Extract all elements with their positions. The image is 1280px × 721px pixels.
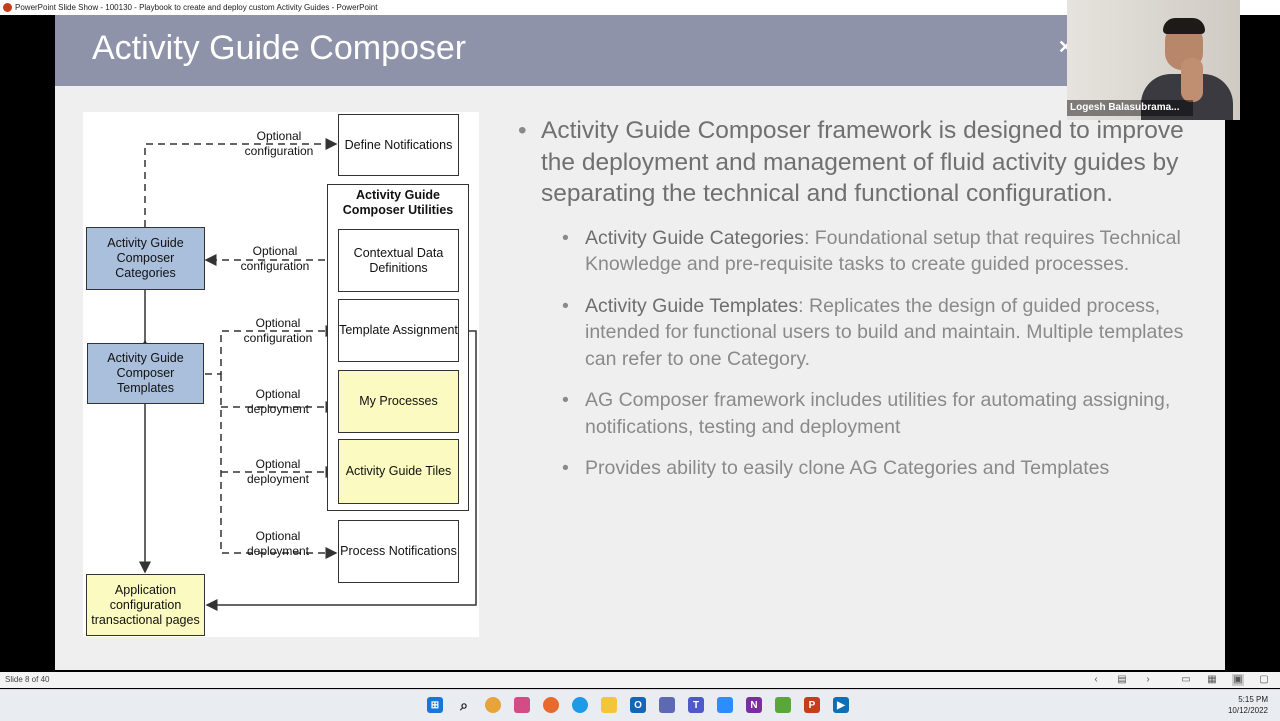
slideshow-controls: ‹ ▤ › ▭ ▦ ▣ ▢: [1090, 674, 1270, 686]
slideshow-icon[interactable]: ▢: [1259, 674, 1269, 685]
sub-bullet-highlight: Activity Guide Categories: [585, 226, 804, 249]
outlook-icon[interactable]: O: [630, 697, 646, 713]
taskbar: ⊞ ⌕ O T N P ▶ 5:15 PM 10/12/2022: [0, 689, 1280, 721]
optional-configuration-label: Optional configuration: [243, 316, 313, 345]
app-icon[interactable]: [659, 697, 675, 713]
slide-sorter-icon[interactable]: ▦: [1207, 674, 1217, 685]
reading-view-icon[interactable]: ▣: [1232, 674, 1244, 686]
window-title: PowerPoint Slide Show - 100130 - Playboo…: [15, 3, 378, 12]
sub-bullets: • Activity Guide Categories: Foundationa…: [562, 225, 1208, 482]
slide-menu-icon[interactable]: ▤: [1117, 674, 1127, 685]
optional-configuration-label: Optional configuration: [240, 244, 310, 273]
slide-header: Activity Guide Composer ✕: [55, 15, 1225, 86]
sub-bullet-text: Provides ability to easily clone AG Cate…: [585, 457, 1110, 479]
firefox-icon[interactable]: [543, 697, 559, 713]
categories-box: Activity Guide Composer Categories: [86, 227, 205, 290]
zoom-icon[interactable]: [717, 697, 733, 713]
process-notifications-box: Process Notifications: [338, 520, 459, 583]
clock-time: 5:15 PM: [1238, 695, 1268, 704]
templates-box: Activity Guide Composer Templates: [87, 343, 204, 404]
windows-start-icon[interactable]: ⊞: [427, 697, 443, 713]
system-clock[interactable]: 5:15 PM 10/12/2022: [1228, 694, 1268, 716]
media-player-icon[interactable]: ▶: [833, 697, 849, 713]
powerpoint-icon: [3, 3, 12, 12]
bullet-dot: •: [562, 457, 569, 479]
clock-date: 10/12/2022: [1227, 706, 1268, 715]
snipping-tool-icon[interactable]: [514, 697, 530, 713]
next-slide-icon[interactable]: ›: [1146, 674, 1150, 685]
slide-title: Activity Guide Composer: [92, 29, 467, 67]
template-assignment-box: Template Assignment: [338, 299, 459, 362]
previous-slide-icon[interactable]: ‹: [1094, 674, 1098, 685]
optional-deployment-label: Optional deployment: [246, 457, 310, 486]
bullet-dot: •: [562, 294, 569, 317]
sub-bullet-highlight: Activity Guide Templates: [585, 294, 799, 317]
my-processes-box: My Processes: [338, 370, 459, 433]
sub-bullet: • Activity Guide Templates: Replicates t…: [562, 293, 1208, 373]
teams-icon[interactable]: T: [688, 697, 704, 713]
normal-view-icon[interactable]: ▭: [1181, 674, 1191, 685]
participant-video[interactable]: Logesh Balasubrama...: [1067, 0, 1240, 120]
bullet-dot: •: [562, 389, 569, 411]
file-explorer-icon[interactable]: [601, 697, 617, 713]
define-notifications-box: Define Notifications: [338, 114, 459, 176]
status-bar: Slide 8 of 40 ‹ ▤ › ▭ ▦ ▣ ▢: [0, 672, 1280, 688]
person-hair: [1163, 18, 1205, 34]
edge-icon[interactable]: [572, 697, 588, 713]
onenote-icon[interactable]: N: [746, 697, 762, 713]
activity-guide-diagram: Define Notifications Activity Guide Comp…: [83, 112, 479, 637]
bullet-dot: •: [562, 226, 569, 249]
sub-bullet-text: AG Composer framework includes utilities…: [585, 389, 1171, 438]
ag-tiles-box: Activity Guide Tiles: [338, 439, 459, 504]
optional-deployment-label: Optional deployment: [246, 529, 310, 558]
sub-bullet: • Provides ability to easily clone AG Ca…: [562, 455, 1208, 482]
bullet-dot: •: [518, 117, 527, 144]
main-bullet-text: Activity Guide Composer framework is des…: [541, 117, 1184, 207]
chrome-icon[interactable]: [485, 697, 501, 713]
sub-bullet-text: : Replicates the design of guided proces…: [585, 294, 1184, 370]
participant-name: Logesh Balasubrama...: [1067, 100, 1193, 116]
search-icon[interactable]: ⌕: [460, 696, 468, 713]
sub-bullet: • AG Composer framework includes utiliti…: [562, 387, 1208, 440]
contextual-data-box: Contextual Data Definitions: [338, 229, 459, 292]
slide-counter: Slide 8 of 40: [5, 675, 50, 684]
sub-bullet: • Activity Guide Categories: Foundationa…: [562, 225, 1208, 278]
powerpoint-icon[interactable]: P: [804, 697, 820, 713]
main-bullet: • Activity Guide Composer framework is d…: [518, 115, 1208, 210]
notepad-icon[interactable]: [775, 697, 791, 713]
bullet-list: • Activity Guide Composer framework is d…: [518, 115, 1208, 497]
person-hand: [1181, 58, 1203, 102]
optional-deployment-label: Optional deployment: [246, 387, 310, 416]
application-config-box: Application configuration transactional …: [86, 574, 205, 636]
optional-configuration-label: Optional configuration: [244, 129, 314, 158]
sub-bullet-text: : Foundational setup that requires Techn…: [585, 226, 1181, 276]
slide[interactable]: Activity Guide Composer ✕ D: [55, 15, 1225, 670]
window-titlebar: PowerPoint Slide Show - 100130 - Playboo…: [0, 0, 1280, 15]
